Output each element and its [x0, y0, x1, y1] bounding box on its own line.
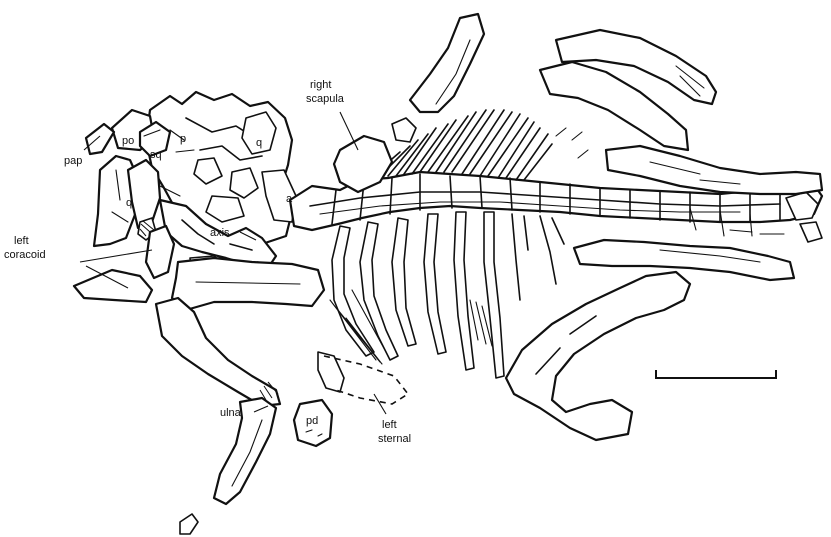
label-axis: axis	[210, 227, 230, 239]
label-right-scapula-line2: scapula	[306, 93, 345, 105]
label-po: po	[122, 135, 134, 147]
label-p: p	[180, 133, 186, 145]
leader-left-sternal	[374, 394, 386, 414]
pelvis-hindlimb	[506, 208, 794, 440]
label-pap: pap	[64, 155, 82, 167]
label-q-left: q	[126, 197, 132, 209]
forelimb	[74, 226, 332, 534]
label-sq: sq	[150, 149, 162, 161]
label-left-coracoid-line1: left	[14, 235, 29, 247]
label-q-top: q	[256, 137, 262, 149]
label-left-sternal-line2: sternal	[378, 433, 411, 445]
label-a: a	[286, 193, 293, 205]
skull	[86, 92, 296, 286]
leader-left-coracoid-1	[80, 250, 152, 262]
label-right-scapula-line1: right	[310, 79, 331, 91]
label-left-sternal-line1: left	[382, 419, 397, 431]
scale-bar	[656, 370, 776, 378]
upper-long-bones	[410, 14, 822, 194]
label-ulna: ulna	[220, 407, 242, 419]
neural-spines	[356, 110, 588, 180]
left-sternal	[318, 352, 408, 404]
label-pd: pd	[306, 415, 318, 427]
label-left-coracoid-line2: coracoid	[4, 249, 46, 261]
